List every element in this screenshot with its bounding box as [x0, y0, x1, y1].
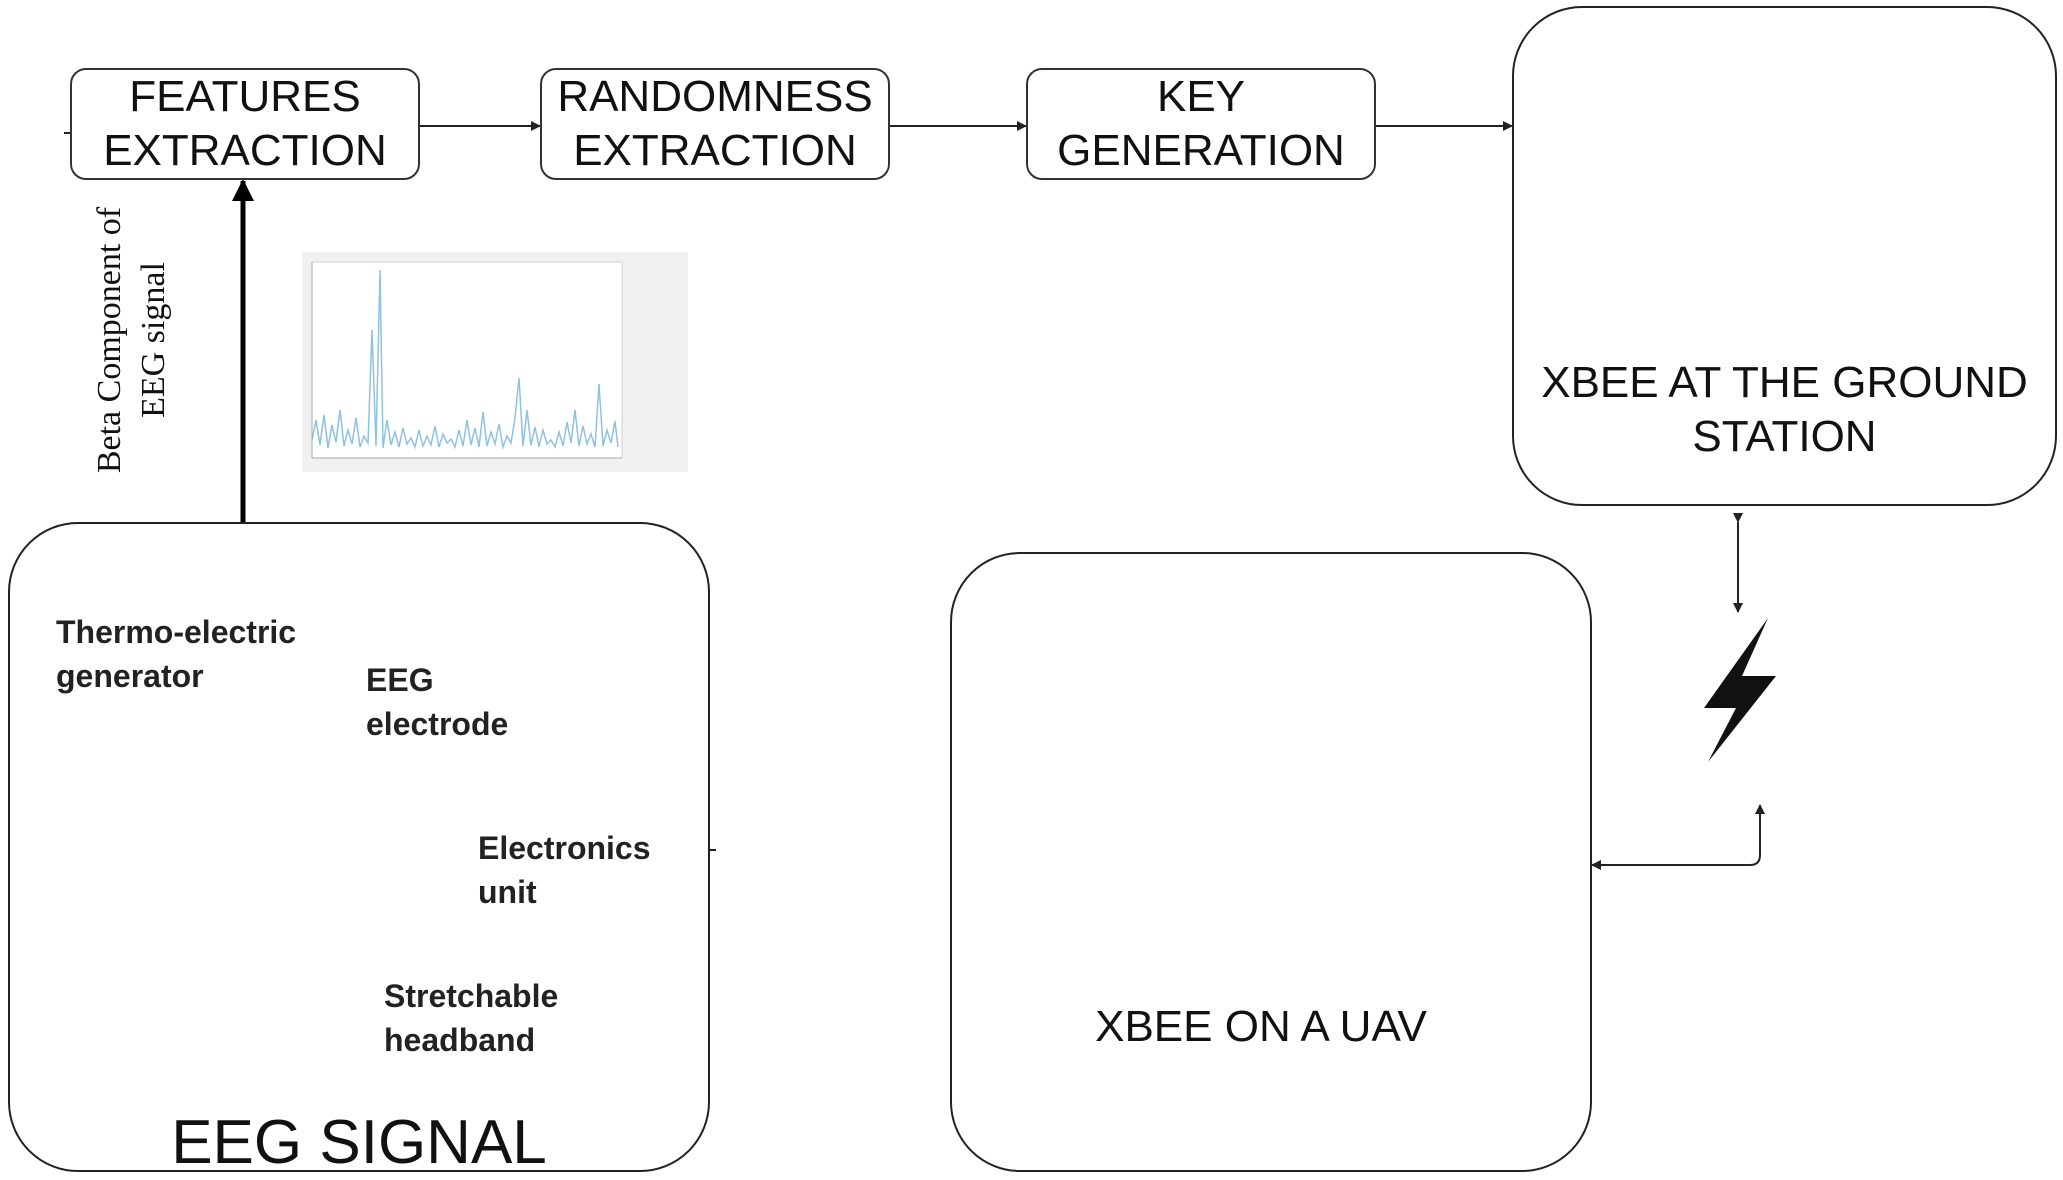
key-generation-block: KEY GENERATION — [1026, 68, 1376, 180]
randomness-extraction-label: RANDOMNESS EXTRACTION — [557, 72, 873, 175]
ground-station-title: XBEE AT THE GROUND STATION — [1541, 358, 2028, 461]
ground-station-panel — [1512, 6, 2057, 506]
headband-label: Stretchable headband — [384, 978, 559, 1058]
electronics-label: Electronics unit — [478, 830, 651, 910]
eeg-panel-title: EEG SIGNAL — [171, 1108, 547, 1177]
features-extraction-block: FEATURES EXTRACTION — [70, 68, 420, 180]
lightning-icon — [1704, 618, 1776, 762]
eeg-panel — [8, 522, 710, 1172]
eeg-plot-thumbnail — [302, 252, 688, 472]
beta-component-label: Beta Component of EEG signal — [91, 206, 172, 474]
randomness-extraction-block: RANDOMNESS EXTRACTION — [540, 68, 890, 180]
key-generation-label: KEY GENERATION — [1057, 72, 1345, 175]
uav-panel — [950, 552, 1592, 1172]
uav-panel-title: XBEE ON A UAV — [1095, 1002, 1427, 1051]
electrode-label: EEG electrode — [366, 662, 509, 742]
eeg-plot-trace — [311, 269, 619, 450]
teg-label: Thermo-electric generator — [56, 614, 297, 694]
arrow-uav-link — [1592, 804, 1765, 866]
features-extraction-label: FEATURES EXTRACTION — [103, 72, 387, 175]
